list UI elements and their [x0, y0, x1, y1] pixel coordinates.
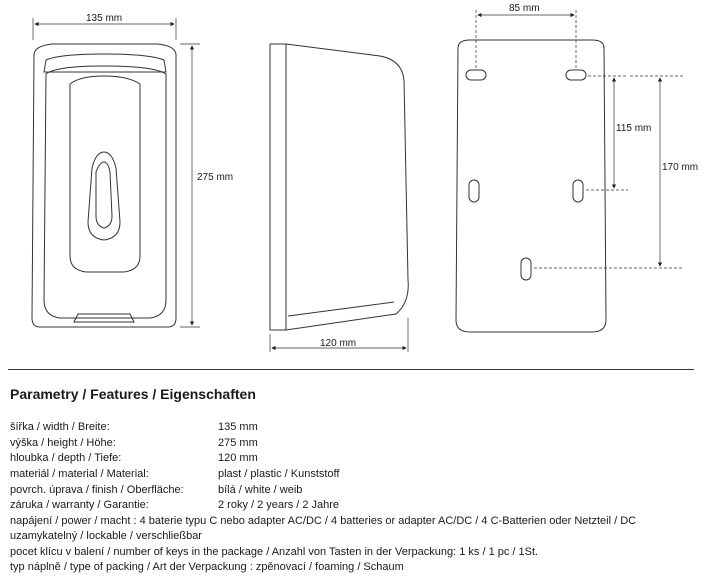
front-width-label: 135 mm — [86, 13, 122, 24]
spec-label: šířka / width / Breite: — [10, 421, 110, 433]
back-slot-bottom — [520, 257, 532, 281]
side-bottom-edge — [287, 301, 395, 317]
front-window — [43, 65, 167, 319]
back-view — [455, 10, 684, 333]
back-115-label: 115 mm — [616, 123, 651, 134]
lockable-line: uzamykatelný / lockable / verschließbar — [10, 530, 202, 542]
spec-value: 2 roky / 2 years / 2 Jahre — [218, 499, 340, 511]
back-170-label: 170 mm — [662, 162, 698, 173]
packing-line: typ náplně / type of packing / Art der V… — [10, 561, 404, 573]
front-height-label: 275 mm — [197, 172, 233, 183]
section-divider — [8, 369, 694, 370]
spec-label: povrch. úprava / finish / Oberfläche: — [10, 484, 184, 496]
spec-label: hloubka / depth / Tiefe: — [10, 452, 122, 464]
spec-label: záruka / warranty / Garantie: — [10, 499, 149, 511]
spec-value: bílá / white / weib — [218, 484, 303, 496]
front-outer-body — [31, 43, 177, 328]
keys-line: pocet klícu v balení / number of keys in… — [10, 546, 539, 558]
back-slot-mid-left — [468, 179, 480, 203]
back-outer-body — [455, 39, 607, 333]
back-slot-top-left — [465, 69, 487, 81]
spec-value: 135 mm — [218, 421, 258, 433]
features-title: Parametry / Features / Eigenschaften — [10, 386, 256, 402]
spec-label: výška / height / Höhe: — [10, 437, 116, 449]
back-spacing-label: 85 mm — [509, 3, 540, 14]
technical-drawings: 135 mm 275 mm 120 mm 85 mm 115 mm 170 mm — [31, 3, 698, 352]
front-inner-panel — [69, 75, 141, 273]
side-view — [269, 43, 409, 352]
spec-value: plast / plastic / Kunststoff — [218, 468, 340, 480]
spec-value: 275 mm — [218, 437, 258, 449]
front-viewing-window-outer — [87, 151, 121, 241]
front-nozzle — [73, 313, 135, 323]
side-outer-body — [269, 43, 409, 331]
front-viewing-window-inner — [95, 161, 113, 229]
spec-value: 120 mm — [218, 452, 258, 464]
side-depth-label: 120 mm — [320, 338, 356, 349]
front-view — [31, 18, 200, 328]
back-slot-top-right — [565, 69, 587, 81]
power-line: napájení / power / macht : 4 baterie typ… — [10, 515, 637, 527]
spec-label: materiál / material / Material: — [10, 468, 149, 480]
back-slot-mid-right — [572, 179, 584, 203]
front-top-cap — [43, 53, 167, 73]
